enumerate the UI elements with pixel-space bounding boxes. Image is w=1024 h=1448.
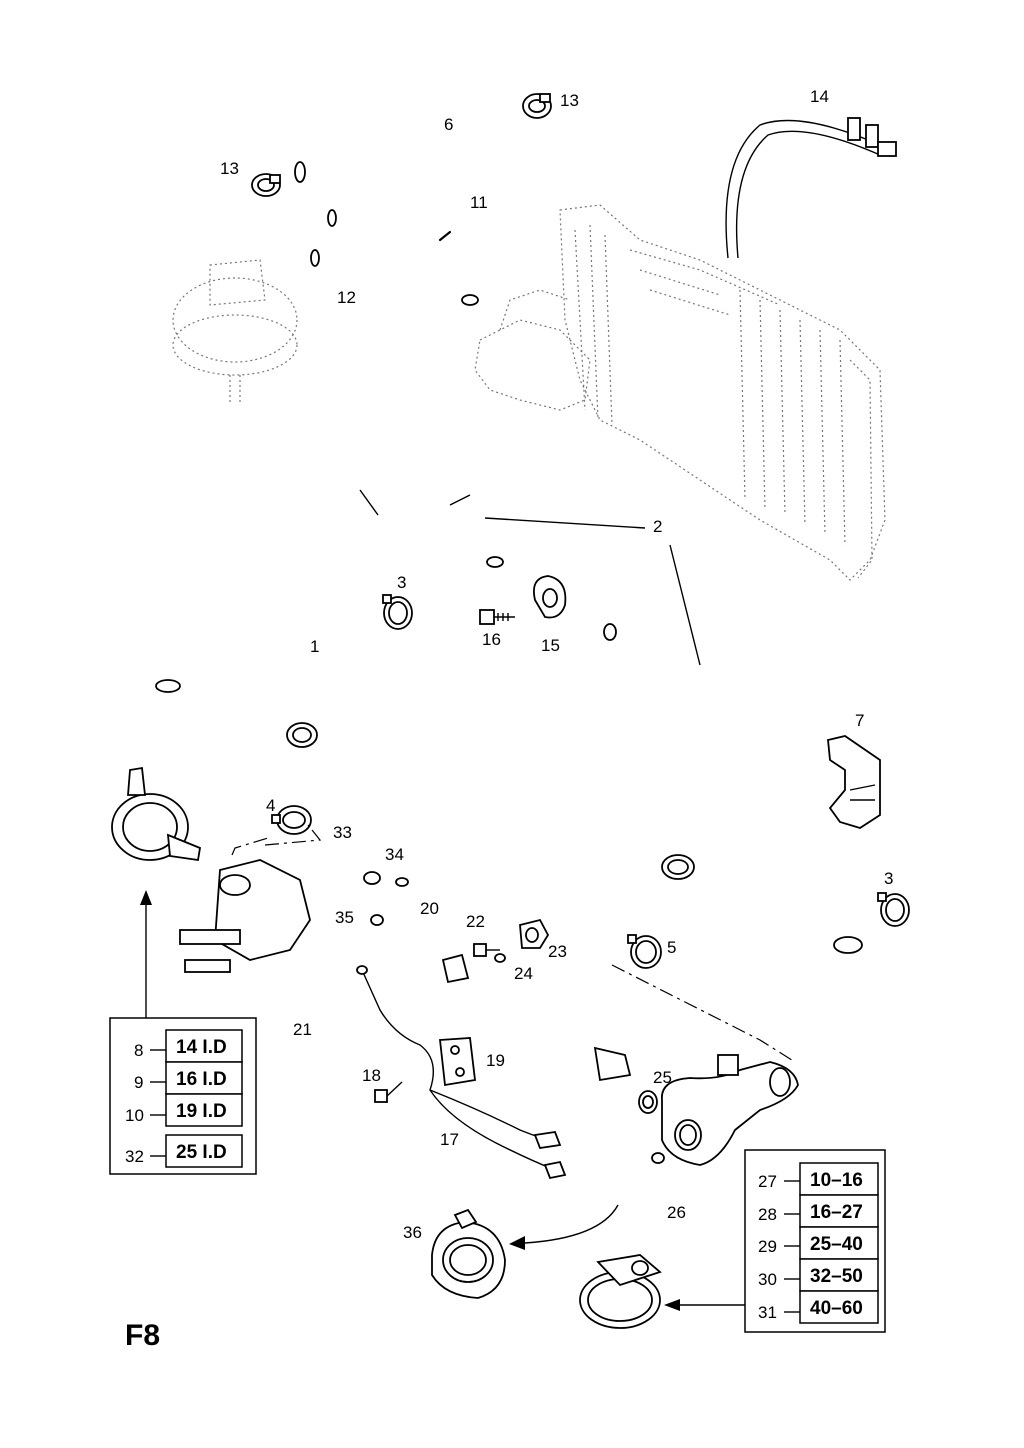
callout-34: 34 (385, 845, 404, 864)
nut-part-23 (519, 918, 550, 949)
callout-7: 7 (855, 711, 864, 730)
callout-24: 24 (514, 964, 533, 983)
right-table-part-27: 27 (758, 1172, 777, 1191)
clamp-part-34 (363, 871, 384, 926)
left-table-part-32: 32 (125, 1147, 144, 1166)
hose-part-33 (303, 844, 375, 882)
callout-35: 35 (335, 908, 354, 927)
callout-16: 16 (482, 630, 501, 649)
right-table-size-29: 25–40 (810, 1234, 863, 1255)
figure-code: F8 (125, 1319, 160, 1352)
callout-2: 2 (653, 517, 662, 536)
strap-part-14 (725, 117, 897, 259)
right-table-size-30: 32–50 (810, 1266, 863, 1287)
callout-22: 22 (466, 912, 485, 931)
callout-36: 36 (403, 1223, 422, 1242)
callout-4: 4 (266, 796, 275, 815)
callout-14: 14 (810, 87, 829, 106)
right-table-part-30: 30 (758, 1270, 777, 1289)
clamp-part-3-lower (877, 892, 910, 927)
washer-part-24 (494, 953, 506, 963)
callout-3-lower: 3 (884, 869, 893, 888)
left-table-size-10: 19 I.D (176, 1101, 227, 1122)
callout-33: 33 (333, 823, 352, 842)
callout-6: 6 (444, 115, 453, 134)
pipe-part-20 (395, 877, 632, 1082)
callout-26: 26 (667, 1203, 686, 1222)
background-expansion-tank-outline (172, 259, 298, 405)
left-table-part-9: 9 (134, 1073, 143, 1092)
hose-part-6 (291, 99, 504, 198)
clamp-large-left (111, 766, 202, 862)
right-table-size-31: 40–60 (810, 1298, 863, 1319)
clamp-part-4 (271, 805, 312, 835)
right-table-part-31: 31 (758, 1303, 777, 1322)
callout-17: 17 (440, 1130, 459, 1149)
outlet-elbow (611, 964, 799, 1166)
callout-21: 21 (293, 1020, 312, 1039)
clamp-part-13-right (522, 93, 552, 119)
callout-18: 18 (362, 1066, 381, 1085)
callout-15: 15 (541, 636, 560, 655)
clamp-part-36 (431, 1208, 506, 1299)
callout-25: 25 (653, 1068, 672, 1087)
arrowhead-left-clamp (140, 890, 152, 905)
left-table-size-9: 16 I.D (176, 1069, 227, 1090)
hose-part-21 (249, 976, 317, 1010)
left-table-size-32: 25 I.D (176, 1142, 227, 1163)
bracket-part-7 (827, 735, 881, 829)
clamp-part-13-left (251, 173, 281, 197)
left-table-part-8: 8 (134, 1041, 143, 1060)
bolt-part-22 (473, 943, 500, 957)
right-size-table: 27 10–16 28 16–27 29 25–40 30 32–50 31 4… (744, 1149, 886, 1333)
callout-13-right: 13 (560, 91, 579, 110)
worm-drive-clamp (579, 1254, 662, 1329)
background-radiator-outline (474, 204, 886, 581)
bolt-part-18 (374, 1081, 403, 1103)
callout-19: 19 (486, 1051, 505, 1070)
bolt-part-16 (479, 609, 515, 625)
callout-23: 23 (548, 942, 567, 961)
o-ring-part-25 (638, 1090, 658, 1114)
left-size-table: 8 14 I.D 9 16 I.D 10 19 I.D 32 25 I.D (109, 1017, 257, 1175)
clamp-part-5 (627, 934, 662, 969)
flange-part-19 (439, 1037, 476, 1087)
callout-1: 1 (310, 637, 319, 656)
callout-12: 12 (337, 288, 356, 307)
callout-20: 20 (420, 899, 439, 918)
right-table-part-29: 29 (758, 1237, 777, 1256)
callout-3-upper: 3 (397, 573, 406, 592)
arrowhead-clamp-36 (509, 1236, 525, 1250)
hose-part-35 (313, 883, 382, 922)
right-table-part-28: 28 (758, 1205, 777, 1224)
pipe-part-17 (356, 965, 567, 1180)
left-table-size-8: 14 I.D (176, 1037, 227, 1058)
callout-13-left: 13 (220, 159, 239, 178)
leader-line-2 (484, 517, 701, 666)
arrow-to-clamp-36 (524, 1204, 619, 1244)
callout-11: 11 (470, 193, 488, 212)
right-table-size-28: 16–27 (810, 1202, 863, 1223)
arrowhead-worm-clamp (664, 1299, 680, 1311)
hose-part-1 (286, 626, 374, 748)
hose-part-2-lower (602, 623, 863, 958)
hose-part-2-upper (155, 475, 506, 747)
hose-part-26 (625, 1152, 665, 1193)
callout-labels: 1 2 3 3 4 5 6 7 11 12 13 13 14 15 16 17 … (220, 87, 893, 1242)
thermostat-housing (179, 824, 322, 973)
callout-5: 5 (667, 938, 676, 957)
clamp-part-15 (533, 575, 567, 619)
left-table-part-10: 10 (125, 1106, 144, 1125)
hose-part-11 (325, 209, 479, 307)
clamp-part-3-upper (382, 594, 413, 630)
right-table-size-27: 10–16 (810, 1170, 863, 1191)
hose-part-12 (308, 230, 452, 292)
